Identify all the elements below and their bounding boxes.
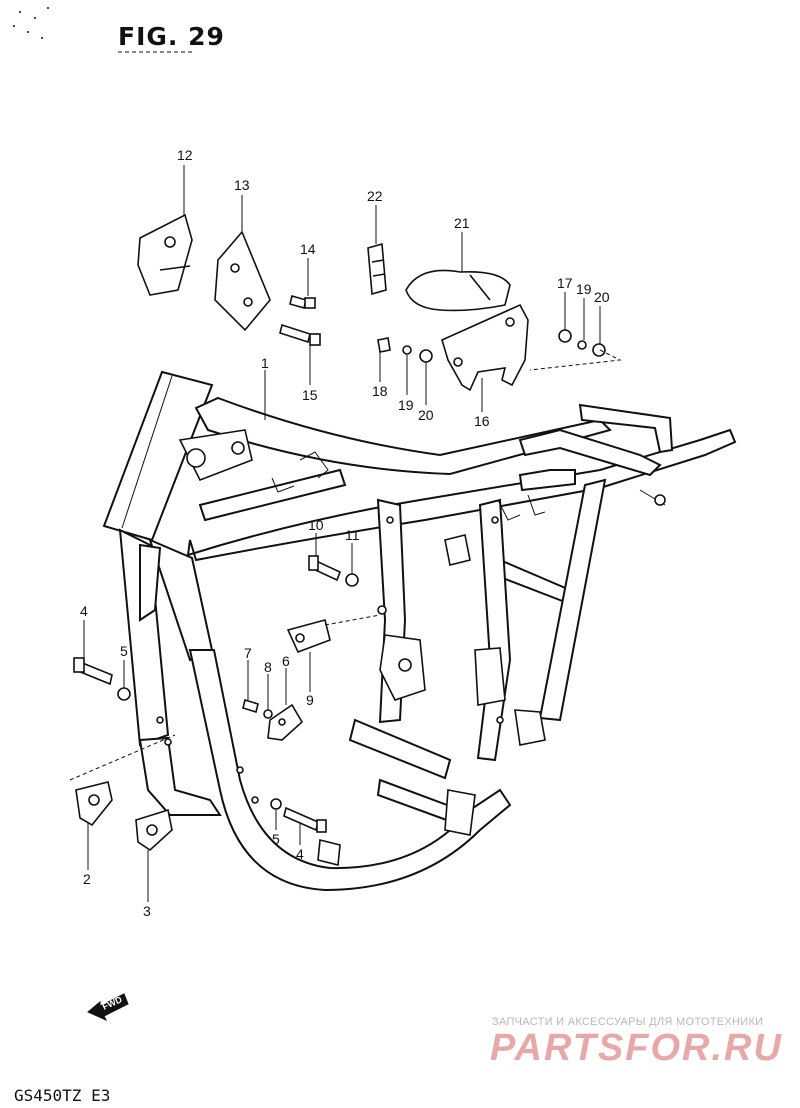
callout-numbers: 12 13 22 21 14 15 17 19 20 18 19 20 16 1… (80, 147, 610, 919)
part-22-clip (367, 242, 387, 296)
main-frame (102, 370, 737, 892)
callout-12: 12 (177, 147, 193, 163)
model-code: GS450TZ E3 (14, 1086, 111, 1105)
callout-22: 22 (367, 188, 383, 204)
parts (69, 213, 622, 852)
part-9-plate (286, 619, 331, 654)
callout-1: 1 (261, 355, 269, 371)
part-13-bracket (214, 230, 271, 332)
callout-5-right: 5 (272, 831, 280, 847)
watermark-tagline: ЗАПЧАСТИ И АКСЕССУАРЫ ДЛЯ МОТОТЕХНИКИ (492, 1016, 764, 1028)
callout-14: 14 (300, 241, 316, 257)
callout-13: 13 (234, 177, 250, 193)
callout-4-right: 4 (296, 846, 304, 862)
callout-2: 2 (83, 871, 91, 887)
callout-20-left: 20 (418, 407, 434, 423)
callout-11: 11 (345, 527, 360, 543)
callout-8: 8 (264, 659, 272, 675)
part-12-bracket (137, 213, 193, 296)
figure-title: FIG. 29 (118, 22, 225, 51)
scan-speckles (13, 7, 195, 53)
leader-lines (83, 165, 601, 902)
fwd-arrow-icon: FWD (87, 993, 129, 1022)
callout-10: 10 (308, 517, 324, 533)
callout-17: 17 (557, 275, 573, 291)
callout-3: 3 (143, 903, 151, 919)
part-16-plate (441, 303, 529, 392)
callout-18: 18 (372, 383, 388, 399)
callout-7: 7 (244, 645, 252, 661)
callout-15: 15 (302, 387, 318, 403)
callout-21: 21 (454, 215, 470, 231)
callout-20-right: 20 (594, 289, 610, 305)
callout-5-left: 5 (120, 643, 128, 659)
callout-19-left: 19 (398, 397, 414, 413)
callout-19-right: 19 (576, 281, 592, 297)
callout-6: 6 (282, 653, 290, 669)
part-21-cover (405, 269, 511, 312)
callout-4-left: 4 (80, 603, 88, 619)
callout-16: 16 (474, 413, 490, 429)
callout-9: 9 (306, 692, 314, 708)
watermark-logo: PARTSFOR.RU (490, 1027, 783, 1069)
